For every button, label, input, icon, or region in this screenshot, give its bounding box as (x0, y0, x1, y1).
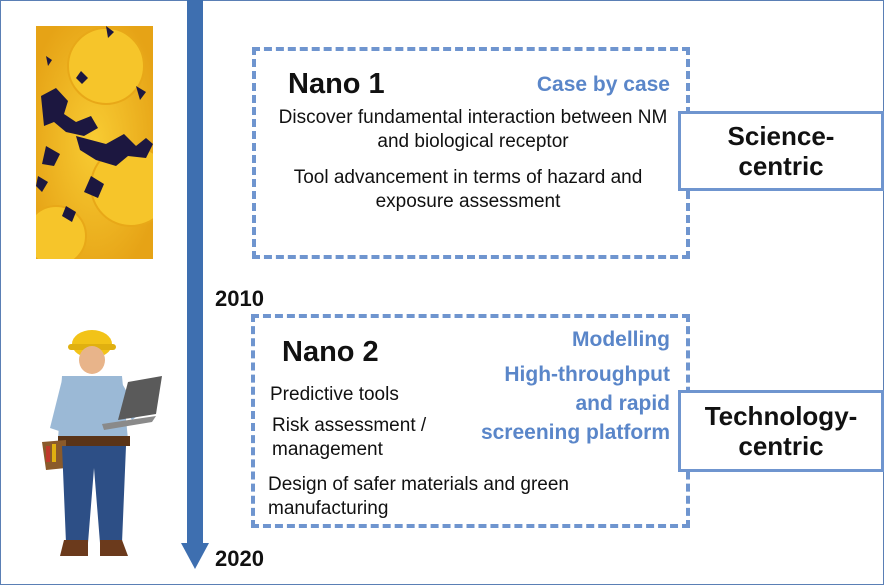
year-2010-label: 2010 (215, 286, 264, 311)
nano1-title: Nano 1 (288, 68, 385, 100)
nanomaterial-image (36, 26, 153, 259)
nano1-text-interaction: Discover fundamental interaction between… (278, 107, 668, 152)
year-2020-label: 2020 (215, 546, 264, 571)
worker-illustration (32, 328, 172, 560)
timeline-arrowhead-icon (181, 543, 209, 569)
nano2-modelling-label: Modelling (572, 328, 670, 351)
science-centric-label: Science-centric (727, 121, 835, 181)
timeline-arrow-shaft (187, 0, 203, 545)
nano2-high-throughput-label: High-throughput and rapid screening plat… (480, 363, 670, 444)
nano1-text-tool-advancement: Tool advancement in terms of hazard and … (293, 167, 643, 212)
technology-centric-tag: Technology-centric (678, 390, 884, 472)
science-centric-tag: Science-centric (678, 111, 884, 191)
nano2-item-safer-materials: Design of safer materials and green manu… (268, 474, 569, 519)
nano2-item-risk-assessment: Risk assessment / management (272, 415, 427, 460)
nano1-case-by-case-label: Case by case (536, 73, 670, 96)
nano2-item-predictive-tools: Predictive tools (270, 384, 399, 405)
nano2-title: Nano 2 (282, 336, 379, 368)
technology-centric-label: Technology-centric (704, 401, 858, 461)
